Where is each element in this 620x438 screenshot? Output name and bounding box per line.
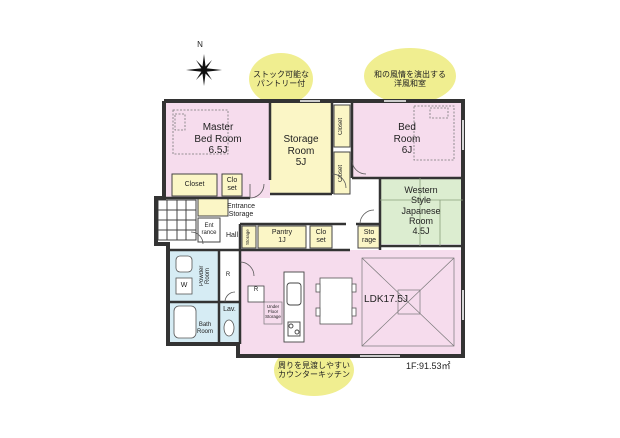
bed-room-label: Bed Room 6J (393, 122, 421, 156)
closet-v2 (333, 151, 351, 195)
hall-label: Hall (225, 232, 239, 239)
entrance-floor (197, 217, 221, 243)
windows (300, 100, 464, 357)
callout-pantry-text: ストック可能な パントリー付 (253, 70, 309, 89)
r-mark-2: R (225, 272, 231, 278)
callout-japanese-blob (364, 48, 456, 104)
bed-room-area (352, 103, 461, 178)
bath-room-label: Bath Room (196, 322, 213, 335)
ldk-label: LDK17.5J (364, 294, 408, 305)
washer-box (175, 277, 193, 295)
western-room-label: Western Style Japanese Room 4.5J (401, 185, 441, 237)
floor-area-label: 1F:91.53㎡ (406, 361, 451, 371)
closet-hall (309, 225, 333, 249)
kitchen-counter (283, 271, 305, 343)
under-floor-storage-box (263, 301, 283, 325)
entrance-storage-label: Entrance Storage (226, 203, 256, 219)
compass-north-label: N (197, 40, 203, 49)
walls (154, 99, 465, 358)
washbasin (175, 255, 193, 273)
callout-kitchen-text: 周りを見渡しやすい カウンターキッチン (278, 361, 350, 380)
ldk-ceiling-lines (361, 257, 455, 347)
entrance-tiles (157, 199, 197, 241)
bed-icon (413, 105, 455, 161)
compass-icon (186, 54, 222, 86)
master-bed-room-label: Master Bed Room 6.5J (194, 122, 242, 156)
storage-room-area (270, 103, 332, 193)
closet-hall-label: Clo set (315, 229, 327, 245)
storage-ldk-label: Sto rage (361, 229, 376, 245)
closet-small (221, 173, 243, 197)
storage-small-label: Storage (245, 229, 250, 245)
wc-mark: W (180, 282, 188, 289)
r-mark-1: R (253, 287, 259, 293)
storage-small (241, 225, 257, 249)
dining-table (315, 277, 357, 325)
toilet (223, 319, 235, 337)
pantry-label: Pantry 1J (271, 229, 293, 245)
lavatory-label: Lav. (223, 306, 236, 313)
master-bed-icon (172, 109, 229, 155)
callout-pantry-blob (249, 53, 313, 105)
closet-v1-label: Closet (338, 117, 344, 135)
powder-room-label: Powder Room (199, 265, 211, 287)
callout-japanese-text: 和の風情を演出する 洋風和室 (374, 70, 446, 89)
tatami-lines (380, 178, 463, 246)
door-swings (190, 159, 375, 303)
western-room-area (380, 178, 461, 244)
entrance-label: Ent rance (201, 223, 217, 236)
inner-walls (164, 101, 463, 344)
closet-v2-label: Closet (338, 164, 344, 182)
closet-master (171, 173, 218, 197)
under-floor-storage-label: Under Floor Storage (265, 304, 281, 320)
closet-small-label: Clo set (226, 177, 238, 193)
closet-master-label: Closet (184, 181, 205, 188)
bathtub (173, 305, 197, 339)
fridge (247, 285, 265, 303)
pantry (257, 225, 307, 249)
closet-v1 (333, 104, 351, 148)
storage-room-label: Storage Room 5J (283, 134, 319, 168)
